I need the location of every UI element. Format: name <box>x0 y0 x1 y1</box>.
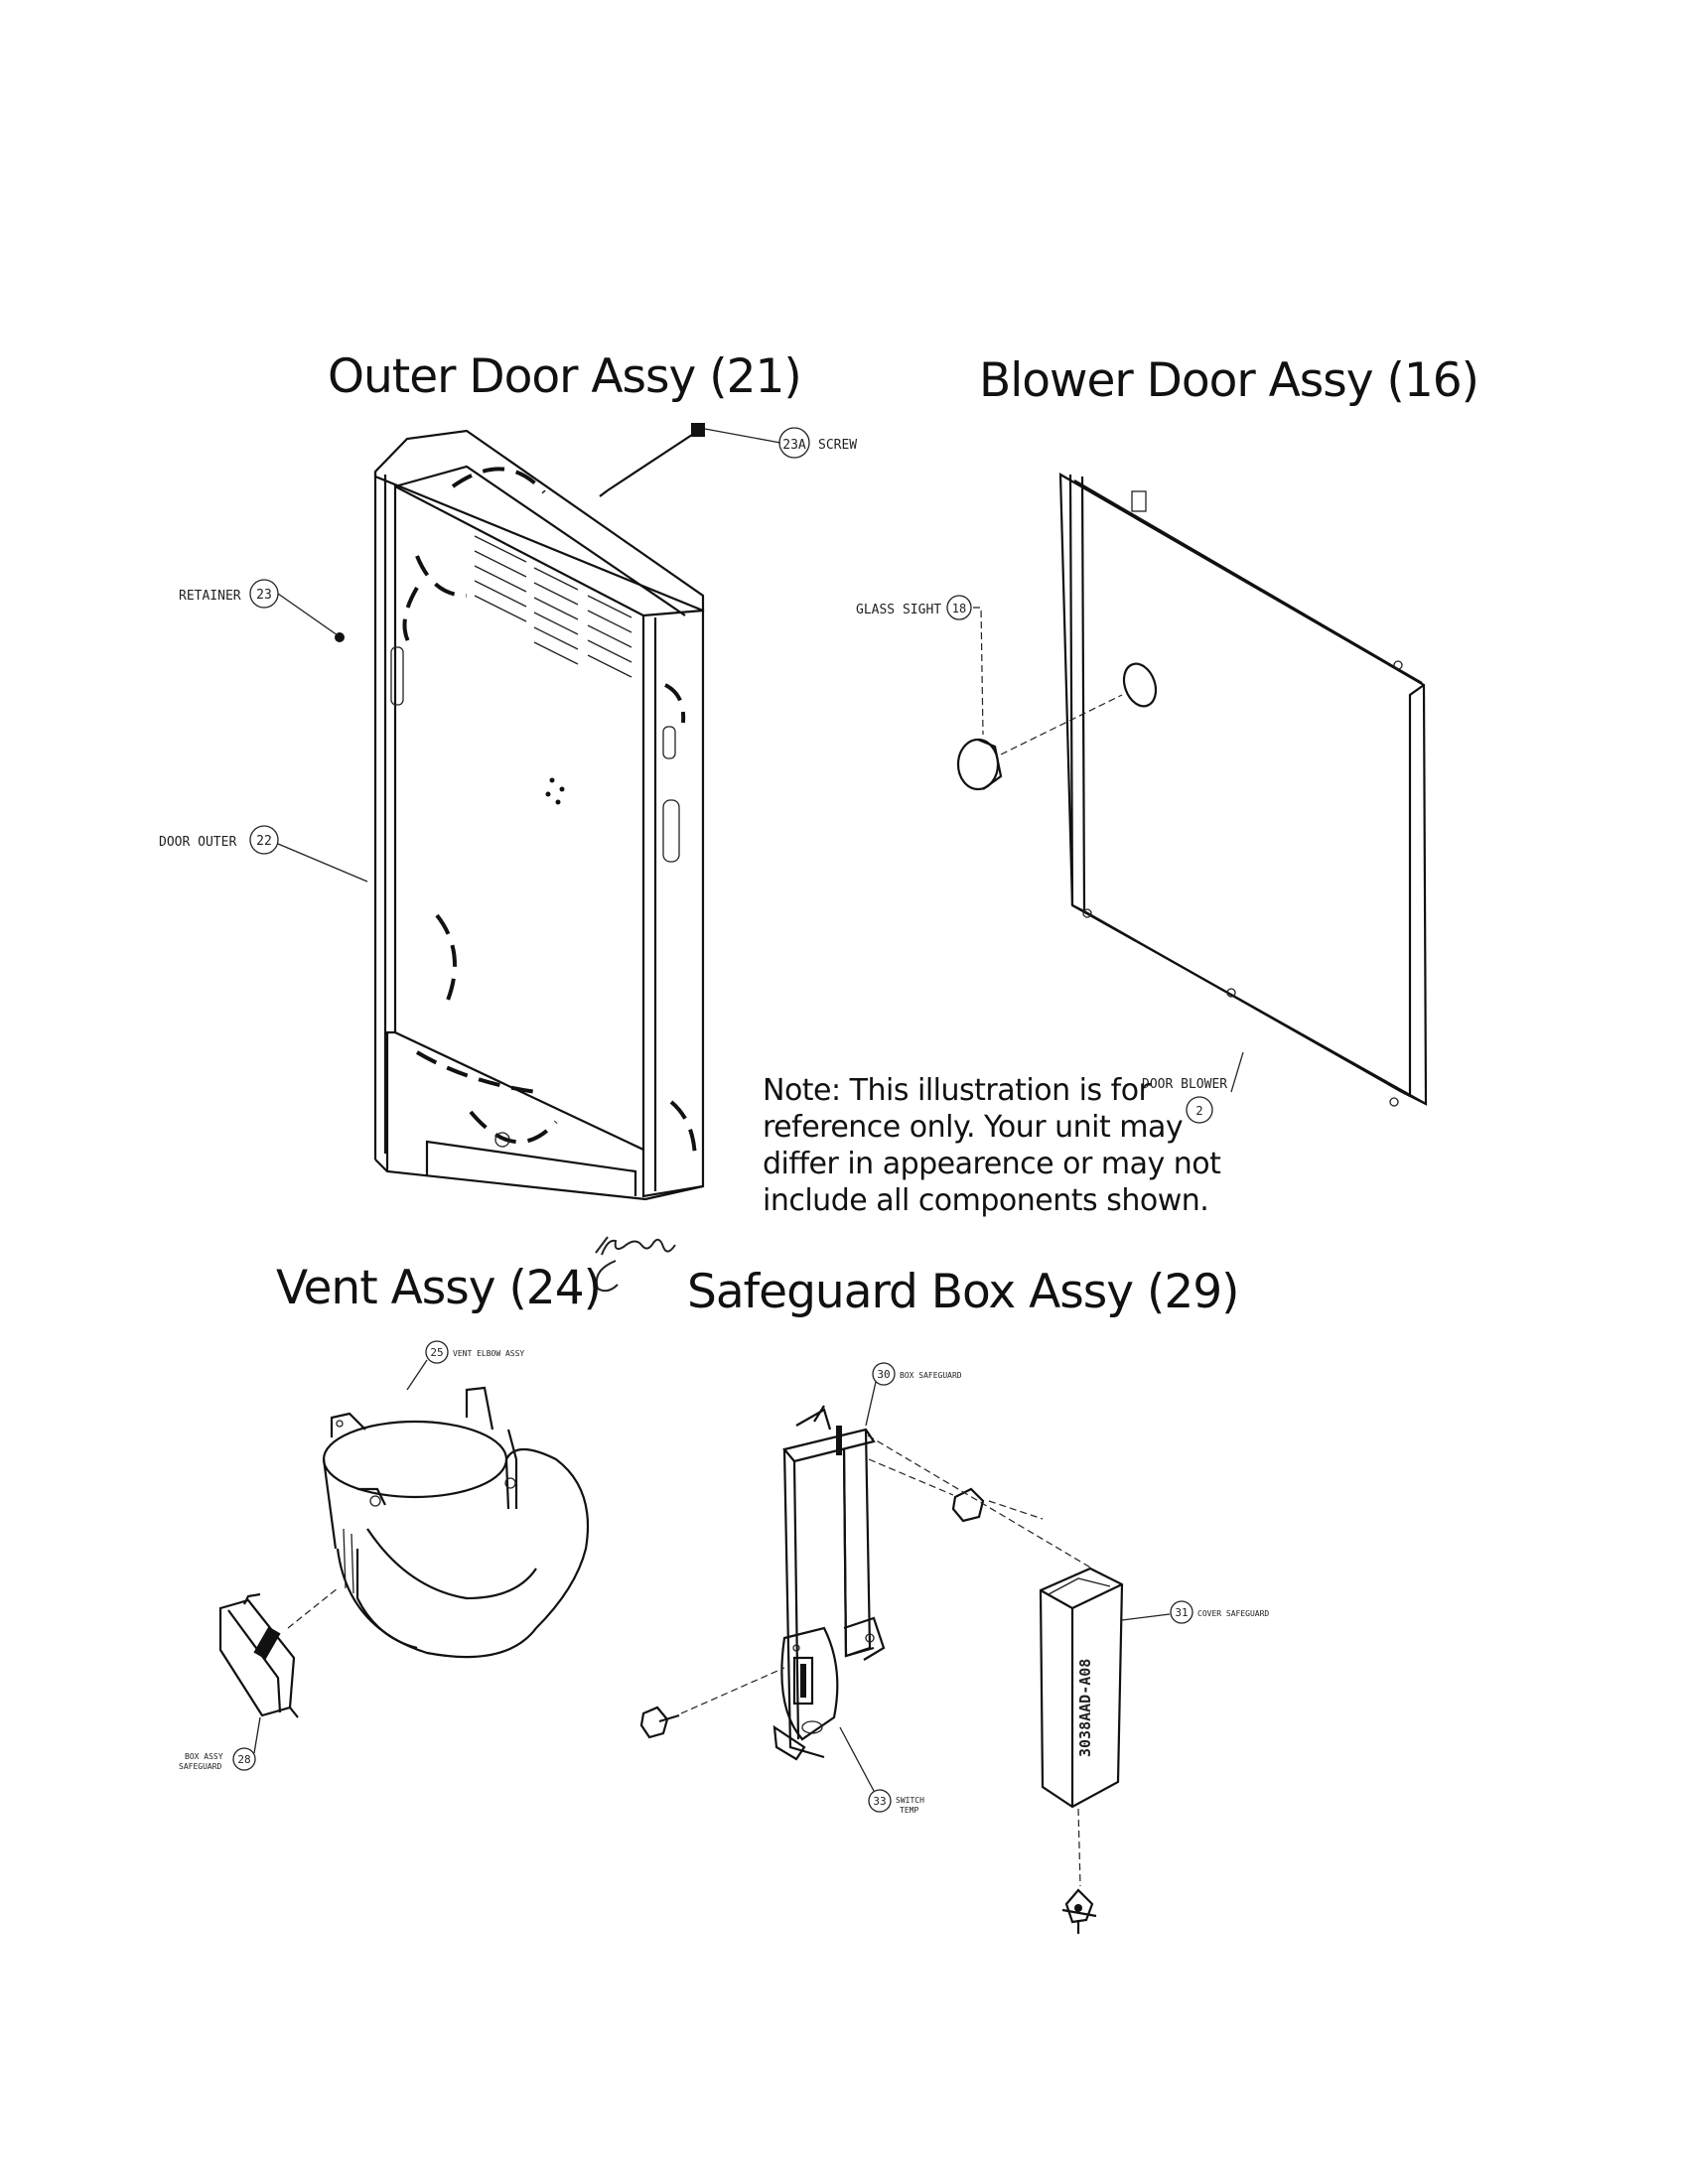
callout-glass-sight: GLASS SIGHT 18 <box>856 595 984 736</box>
reference-note: Note: This illustration is for reference… <box>763 1072 1229 1219</box>
note-line: differ in appearence or may not <box>763 1147 1221 1181</box>
svg-text:23A: 23A <box>782 438 806 453</box>
signature-scribble <box>595 1236 676 1293</box>
callout-screw: 23A SCREW <box>704 427 857 459</box>
callout-cover-safeguard: 31 COVER SAFEGUARD <box>1121 1600 1269 1624</box>
svg-text:30: 30 <box>877 1368 890 1381</box>
vent-assy-title: Vent Assy (24) <box>276 1261 602 1315</box>
svg-text:3038AAD-A08: 3038AAD-A08 <box>1076 1659 1094 1757</box>
callout-door-outer: DOOR OUTER 22 <box>159 825 368 883</box>
outer-door-assy-title: Outer Door Assy (21) <box>328 349 802 404</box>
svg-text:23: 23 <box>256 588 272 603</box>
svg-text:SWITCH: SWITCH <box>896 1796 924 1805</box>
safeguard-box-drawing: 3038AAD-A08 <box>639 1405 1124 1934</box>
svg-text:BOX SAFEGUARD: BOX SAFEGUARD <box>900 1371 962 1380</box>
note-line: reference only. Your unit may <box>763 1110 1184 1145</box>
svg-text:33: 33 <box>873 1795 886 1808</box>
callout-retainer: RETAINER 23 <box>179 579 339 636</box>
callout-box-assy: BOX ASSY SAFEGUARD 28 <box>179 1716 261 1771</box>
svg-text:28: 28 <box>237 1753 250 1766</box>
callout-box-safeguard: 30 BOX SAFEGUARD <box>865 1362 962 1427</box>
vent-drawing <box>218 1386 590 1718</box>
callout-vent-elbow: 25 VENT ELBOW ASSY <box>406 1340 524 1391</box>
outer-door-drawing <box>335 423 705 1201</box>
blower-door-assy-title: Blower Door Assy (16) <box>979 353 1479 408</box>
svg-text:DOOR OUTER: DOOR OUTER <box>159 835 236 850</box>
svg-text:TEMP: TEMP <box>900 1806 918 1815</box>
blower-door-drawing <box>956 473 1428 1107</box>
svg-text:SCREW: SCREW <box>818 438 857 453</box>
svg-text:GLASS SIGHT: GLASS SIGHT <box>856 603 941 617</box>
callout-switch-temp: 33 SWITCH TEMP <box>839 1726 924 1815</box>
svg-text:COVER SAFEGUARD: COVER SAFEGUARD <box>1197 1609 1269 1618</box>
svg-text:VENT ELBOW ASSY: VENT ELBOW ASSY <box>453 1349 524 1358</box>
svg-text:25: 25 <box>430 1346 443 1359</box>
svg-text:RETAINER: RETAINER <box>179 589 241 604</box>
note-line: include all components shown. <box>763 1183 1209 1218</box>
svg-text:2: 2 <box>1195 1104 1202 1118</box>
note-line: Note: This illustration is for <box>763 1073 1151 1108</box>
svg-text:31: 31 <box>1175 1606 1188 1619</box>
svg-text:BOX ASSY: BOX ASSY <box>185 1752 223 1761</box>
safeguard-box-assy-title: Safeguard Box Assy (29) <box>687 1265 1239 1319</box>
svg-text:SAFEGUARD: SAFEGUARD <box>179 1762 222 1771</box>
svg-text:DOOR BLOWER: DOOR BLOWER <box>1142 1077 1227 1092</box>
svg-text:22: 22 <box>256 834 272 849</box>
callout-door-blower: DOOR BLOWER 2 <box>1142 1051 1244 1124</box>
svg-text:18: 18 <box>952 602 966 615</box>
